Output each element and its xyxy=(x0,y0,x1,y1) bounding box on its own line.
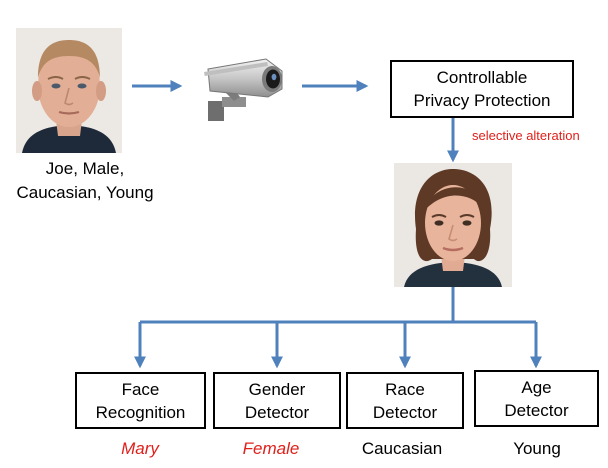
selective-alteration-label: selective alteration xyxy=(472,128,580,143)
caption-line-1: Joe, Male, xyxy=(45,159,125,178)
gender-detector-result: Female xyxy=(242,439,300,458)
detector-line-1: Race xyxy=(385,379,425,399)
privacy-box-line-1: Controllable xyxy=(436,68,528,87)
detector-line-2: Detector xyxy=(504,400,569,420)
race-detector-result: Caucasian xyxy=(361,439,443,458)
detector-line-1: Face xyxy=(121,379,160,399)
gender-detector-box: Gender Detector xyxy=(213,372,341,429)
privacy-box-line-2: Privacy Protection xyxy=(413,91,551,110)
age-detector-result: Young xyxy=(513,439,561,458)
age-detector-box: Age Detector xyxy=(474,370,599,427)
caption-line-2: Caucasian, Young xyxy=(16,183,154,202)
security-camera-icon xyxy=(204,58,283,121)
detector-line-2: Detector xyxy=(244,402,310,422)
female-face-photo xyxy=(394,163,512,287)
privacy-protection-box: Controllable Privacy Protection xyxy=(390,60,574,118)
face-recognition-result: Mary xyxy=(121,439,159,458)
detector-line-2: Recognition xyxy=(95,402,186,422)
face-recognition-box: Face Recognition xyxy=(75,372,206,429)
male-face-photo xyxy=(16,28,122,153)
race-detector-box: Race Detector xyxy=(346,372,464,429)
detector-line-1: Gender xyxy=(248,379,306,399)
detector-line-1: Age xyxy=(521,377,552,397)
input-identity-caption: Joe, Male, Caucasian, Young xyxy=(0,157,170,205)
detector-line-2: Detector xyxy=(372,402,438,422)
